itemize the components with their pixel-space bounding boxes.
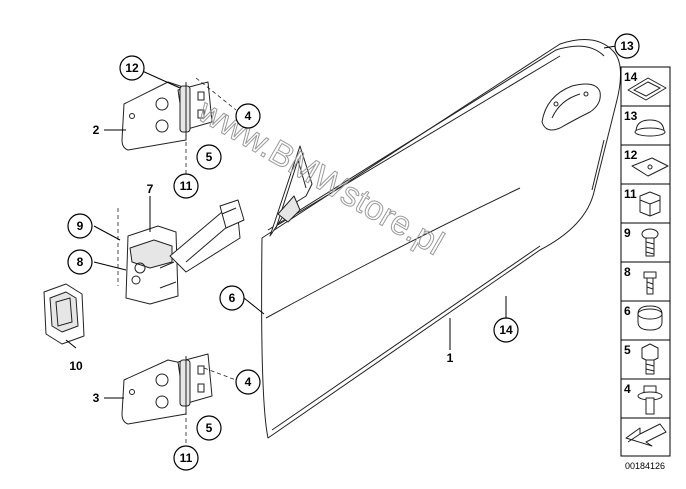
svg-text:11: 11 <box>180 451 193 465</box>
label-2: 2 <box>93 123 100 137</box>
screw-icon <box>643 271 657 279</box>
diagram-id: 00184126 <box>625 461 665 471</box>
svg-text:12: 12 <box>125 61 139 75</box>
callout-11-lower: 11 <box>173 445 199 471</box>
legend-number: 8 <box>624 265 631 279</box>
svg-text:11: 11 <box>180 179 193 193</box>
door-hinge-icon[interactable] <box>121 353 213 425</box>
svg-text:9: 9 <box>77 219 84 233</box>
legend-number: 12 <box>624 148 638 162</box>
callout-4-lower: 4 <box>235 369 261 395</box>
label-1: 1 <box>447 351 454 365</box>
svg-text:4: 4 <box>245 109 252 123</box>
callout-8: 8 <box>67 249 93 275</box>
legend-number: 14 <box>624 70 638 84</box>
clip-plate-icon <box>631 157 669 177</box>
rubber-cap-icon[interactable] <box>43 283 85 345</box>
hex-bolt-icon <box>641 343 659 363</box>
callout-14: 14 <box>493 317 519 343</box>
legend-number: 9 <box>624 226 631 240</box>
callout-11-upper: 11 <box>173 173 199 199</box>
svg-text:4: 4 <box>245 375 252 389</box>
label-7: 7 <box>147 182 154 196</box>
callout-5-upper: 5 <box>196 144 222 170</box>
svg-text:14: 14 <box>499 323 513 337</box>
svg-text:6: 6 <box>229 291 236 305</box>
legend-number: 13 <box>624 109 638 123</box>
legend-number: 11 <box>624 187 637 201</box>
callout-6: 6 <box>219 285 245 311</box>
direction-arrow-icon <box>625 423 667 447</box>
callout-9: 9 <box>67 213 93 239</box>
svg-text:13: 13 <box>620 39 634 53</box>
legend-number: 5 <box>624 343 631 357</box>
parts-legend: 14 13 12 11 9 8 6 5 4 <box>620 66 671 457</box>
callout-5-lower: 5 <box>196 415 222 441</box>
label-3: 3 <box>93 391 100 405</box>
foam-pad-icon <box>627 77 667 101</box>
svg-text:5: 5 <box>206 150 213 164</box>
callout-4-upper: 4 <box>235 103 261 129</box>
door-panel-icon[interactable] <box>261 39 621 439</box>
door-hinge-icon[interactable] <box>121 81 213 151</box>
door-check-strap-icon[interactable] <box>125 199 245 305</box>
legend-number: 6 <box>624 304 631 318</box>
callout-13: 13 <box>614 33 640 59</box>
svg-text:8: 8 <box>77 255 84 269</box>
label-10: 10 <box>69 359 83 373</box>
legend-number: 4 <box>624 382 631 396</box>
svg-text:5: 5 <box>206 421 213 435</box>
callout-12: 12 <box>119 55 145 81</box>
